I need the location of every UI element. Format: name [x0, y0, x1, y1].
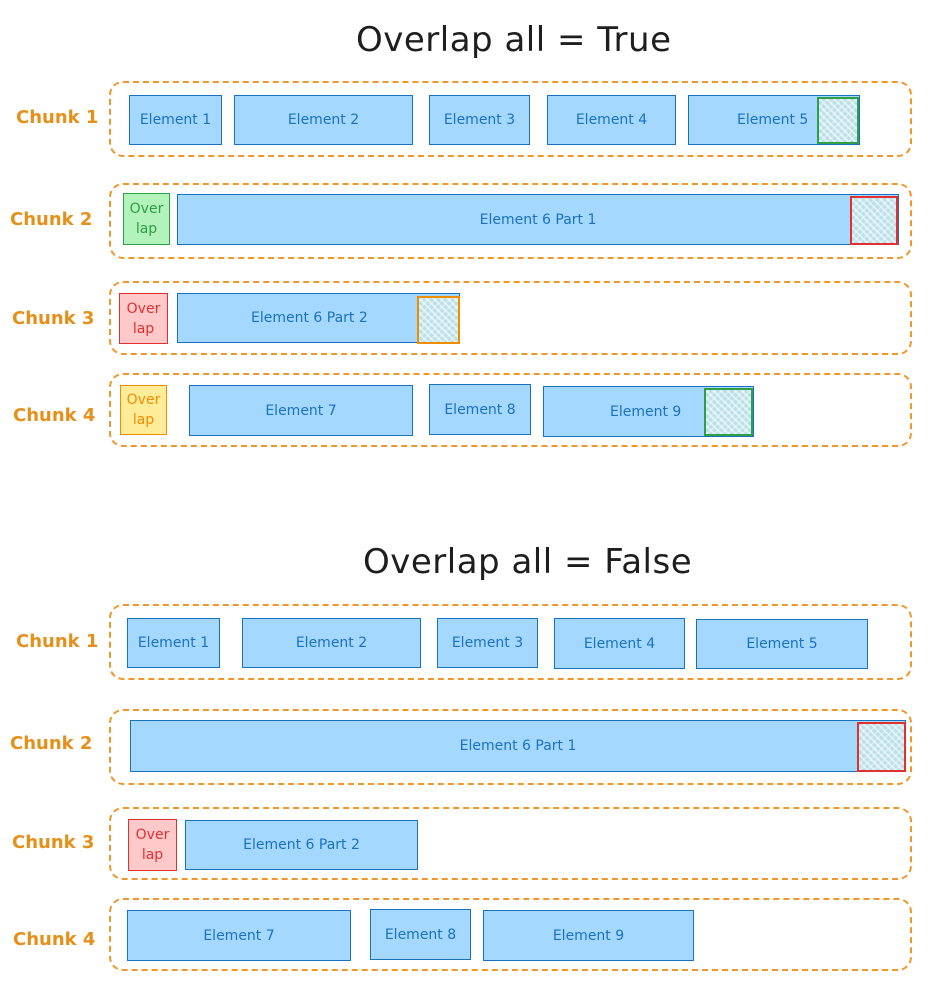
- element-label: Element 5: [737, 112, 809, 128]
- element-box: Element 6 Part 1: [177, 194, 899, 245]
- element-box: Element 1: [129, 95, 222, 145]
- element-box: Element 5: [696, 619, 868, 669]
- section-title-overlap-true: Overlap all = True: [356, 20, 672, 60]
- element-box: Element 6 Part 2: [177, 293, 460, 343]
- element-box: Element 8: [370, 909, 471, 960]
- element-box: Element 7: [189, 385, 413, 436]
- chunk-label: Chunk 2: [10, 209, 93, 230]
- overlap-box-red: Over lap: [119, 293, 168, 344]
- chunk-container: [109, 373, 912, 447]
- chunk-container: [109, 281, 912, 355]
- chunk-container: [109, 81, 912, 157]
- chunk-container: [109, 604, 912, 680]
- chunk-container: [109, 807, 912, 880]
- chunk-label: Chunk 1: [16, 107, 99, 128]
- element-box: Element 9: [483, 910, 694, 961]
- element-box: Element 6 Part 1: [130, 720, 906, 772]
- overlap-region-green: [817, 97, 859, 144]
- chunk-label: Chunk 4: [13, 929, 96, 950]
- element-box: Element 3: [429, 95, 530, 145]
- element-box: Element 8: [429, 384, 531, 435]
- chunk-label: Chunk 4: [13, 405, 96, 426]
- element-label: Element 9: [610, 403, 682, 420]
- section-title-overlap-false: Overlap all = False: [363, 542, 693, 582]
- chunk-label: Chunk 2: [10, 733, 93, 754]
- element-label: Element 6 Part 2: [251, 310, 368, 326]
- chunk-label: Chunk 1: [16, 631, 99, 652]
- chunk-container: [109, 183, 912, 259]
- element-box: Element 4: [554, 618, 685, 669]
- element-box: Element 1: [127, 618, 220, 668]
- element-box: Element 2: [242, 618, 421, 668]
- element-box: Element 4: [547, 95, 676, 145]
- overlap-box-yellow: Over lap: [120, 385, 167, 435]
- overlap-box-green: Over lap: [123, 193, 170, 245]
- element-box: Element 7: [127, 910, 351, 961]
- overlap-region-orange: [417, 296, 460, 344]
- chunk-container: [109, 898, 912, 971]
- overlap-region-green: [704, 388, 753, 436]
- overlap-region-red: [850, 196, 898, 245]
- chunk-label: Chunk 3: [12, 832, 95, 853]
- chunk-container: [109, 709, 912, 785]
- element-box: Element 2: [234, 95, 413, 145]
- overlap-box-red: Over lap: [128, 819, 177, 871]
- chunk-label: Chunk 3: [12, 308, 95, 329]
- element-box: Element 6 Part 2: [185, 820, 418, 870]
- element-box: Element 3: [437, 618, 538, 668]
- overlap-region-red: [857, 722, 906, 772]
